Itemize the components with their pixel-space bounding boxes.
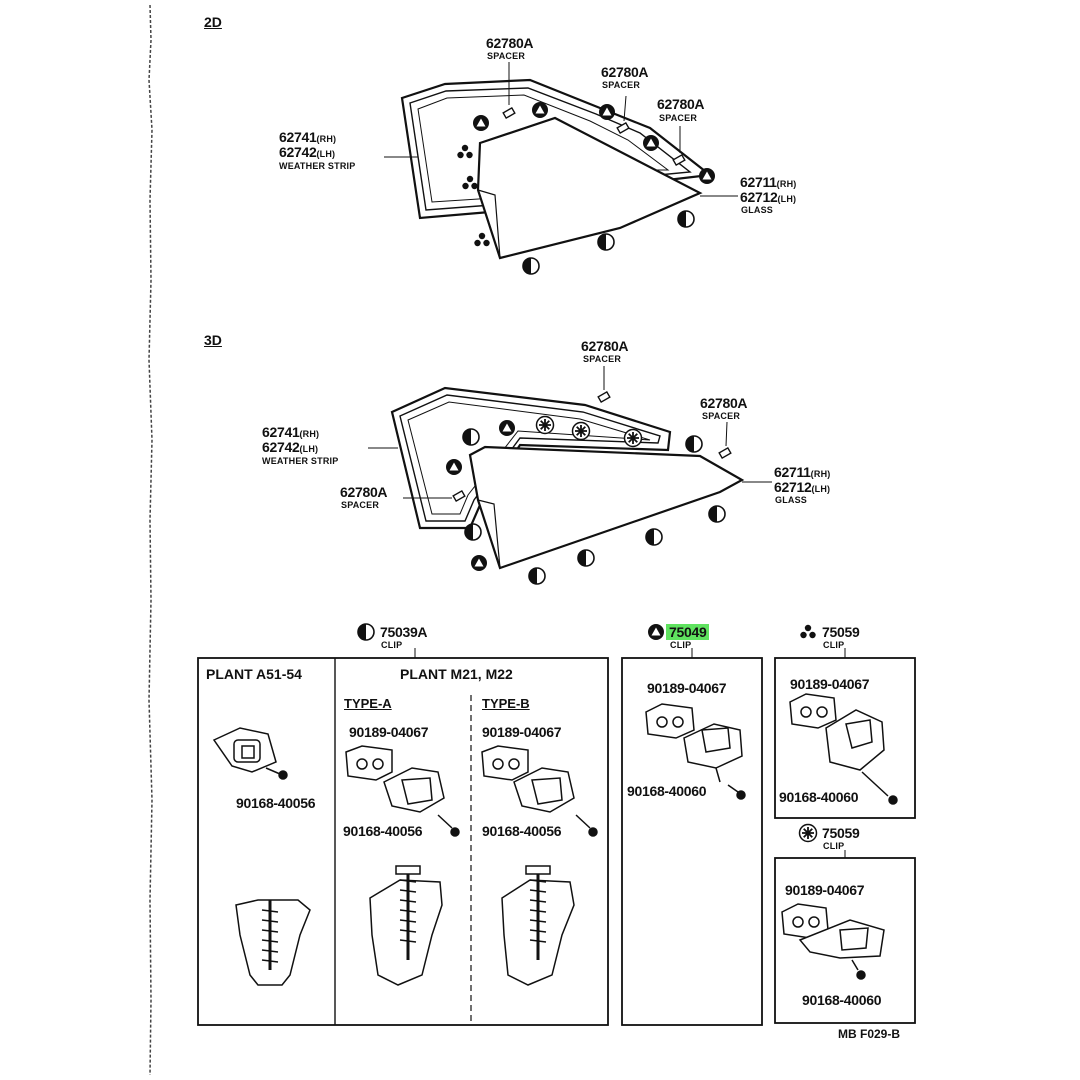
clip-75059-a-screw-part: 90168-40060 bbox=[779, 789, 859, 805]
plant-a-screw-part: 90168-40056 bbox=[236, 795, 316, 811]
glass-3d-name: GLASS bbox=[775, 495, 808, 505]
weather-strip-3d-lh: 62742(LH) bbox=[262, 439, 319, 455]
spacer-3d-3-name: SPACER bbox=[341, 500, 380, 510]
type-a-screw-part: 90168-40056 bbox=[343, 823, 423, 839]
clip-75049-name: CLIP bbox=[670, 640, 692, 650]
type-a-nut-part: 90189-04067 bbox=[349, 724, 429, 740]
weather-strip-3d-name: WEATHER STRIP bbox=[262, 456, 339, 466]
clip-type-a-illustration bbox=[345, 745, 460, 986]
spacer-3d-1-part: 62780A bbox=[581, 338, 629, 354]
clip-75059-b-nut-part: 90189-04067 bbox=[785, 882, 865, 898]
weather-strip-2d-rh: 62741(RH) bbox=[279, 129, 337, 145]
clip-75049-nut-part: 90189-04067 bbox=[647, 680, 727, 696]
type-b-nut-part: 90189-04067 bbox=[482, 724, 562, 740]
spacer-2d-3-part: 62780A bbox=[657, 96, 705, 112]
section-title-3d: 3D bbox=[204, 332, 222, 348]
footer-code: MB F029-B bbox=[838, 1027, 901, 1041]
type-b-screw-part: 90168-40056 bbox=[482, 823, 562, 839]
clip-75039a-name: CLIP bbox=[381, 640, 403, 650]
spacer-3d-2-name: SPACER bbox=[702, 411, 741, 421]
plant-m-header: PLANT M21, M22 bbox=[400, 666, 513, 682]
box-75049 bbox=[621, 657, 763, 1026]
clip-75059-b-illustration bbox=[781, 903, 885, 980]
spacer-2d-2-name: SPACER bbox=[602, 80, 641, 90]
clip-75059-a-name: CLIP bbox=[823, 640, 845, 650]
clip-75049-part: 75049 bbox=[666, 624, 710, 640]
spacer-3d-2-part: 62780A bbox=[700, 395, 748, 411]
box-75039a bbox=[197, 657, 609, 1026]
glass-3d-lh: 62712(LH) bbox=[774, 479, 831, 495]
clip-75059-b-part: 75059 bbox=[822, 825, 860, 841]
clip-75059-b-name: CLIP bbox=[823, 841, 845, 851]
weather-strip-3d-rh: 62741(RH) bbox=[262, 424, 320, 440]
clip-plant-a-illustration bbox=[212, 727, 311, 986]
spacer-2d-3-name: SPACER bbox=[659, 113, 698, 123]
box-75059-a bbox=[774, 657, 916, 819]
glass-2d-name: GLASS bbox=[741, 205, 774, 215]
binding-edge bbox=[148, 4, 153, 1076]
spacer-2d-2-part: 62780A bbox=[601, 64, 649, 80]
spacer-2d-1-part: 62780A bbox=[486, 35, 534, 51]
spacer-3d-3-part: 62780A bbox=[340, 484, 388, 500]
clip-75039a-part: 75039A bbox=[380, 624, 428, 640]
plant-a-header: PLANT A51-54 bbox=[206, 666, 302, 682]
type-a-label: TYPE-A bbox=[344, 696, 392, 711]
spacer-2d-1-name: SPACER bbox=[487, 51, 526, 61]
clip-type-b-illustration bbox=[481, 745, 598, 986]
spacer-3d-1-name: SPACER bbox=[583, 354, 622, 364]
box-75059-b bbox=[774, 857, 916, 1024]
section-2d-drawing bbox=[384, 62, 738, 275]
clip-75059-a-part: 75059 bbox=[822, 624, 860, 640]
glass-2d-rh: 62711(RH) bbox=[740, 174, 797, 190]
glass-3d-rh: 62711(RH) bbox=[774, 464, 831, 480]
clip-75049-illustration bbox=[645, 703, 746, 800]
weather-strip-2d-name: WEATHER STRIP bbox=[279, 161, 356, 171]
glass-2d-lh: 62712(LH) bbox=[740, 189, 797, 205]
type-b-label: TYPE-B bbox=[482, 696, 530, 711]
section-3d-drawing bbox=[368, 366, 772, 585]
weather-strip-2d-lh: 62742(LH) bbox=[279, 144, 336, 160]
clip-75049-screw-part: 90168-40060 bbox=[627, 783, 707, 799]
clip-75059-b-screw-part: 90168-40060 bbox=[802, 992, 882, 1008]
clip-75059-a-illustration bbox=[789, 693, 898, 805]
clip-75059-a-nut-part: 90189-04067 bbox=[790, 676, 870, 692]
section-title-2d: 2D bbox=[204, 14, 222, 30]
